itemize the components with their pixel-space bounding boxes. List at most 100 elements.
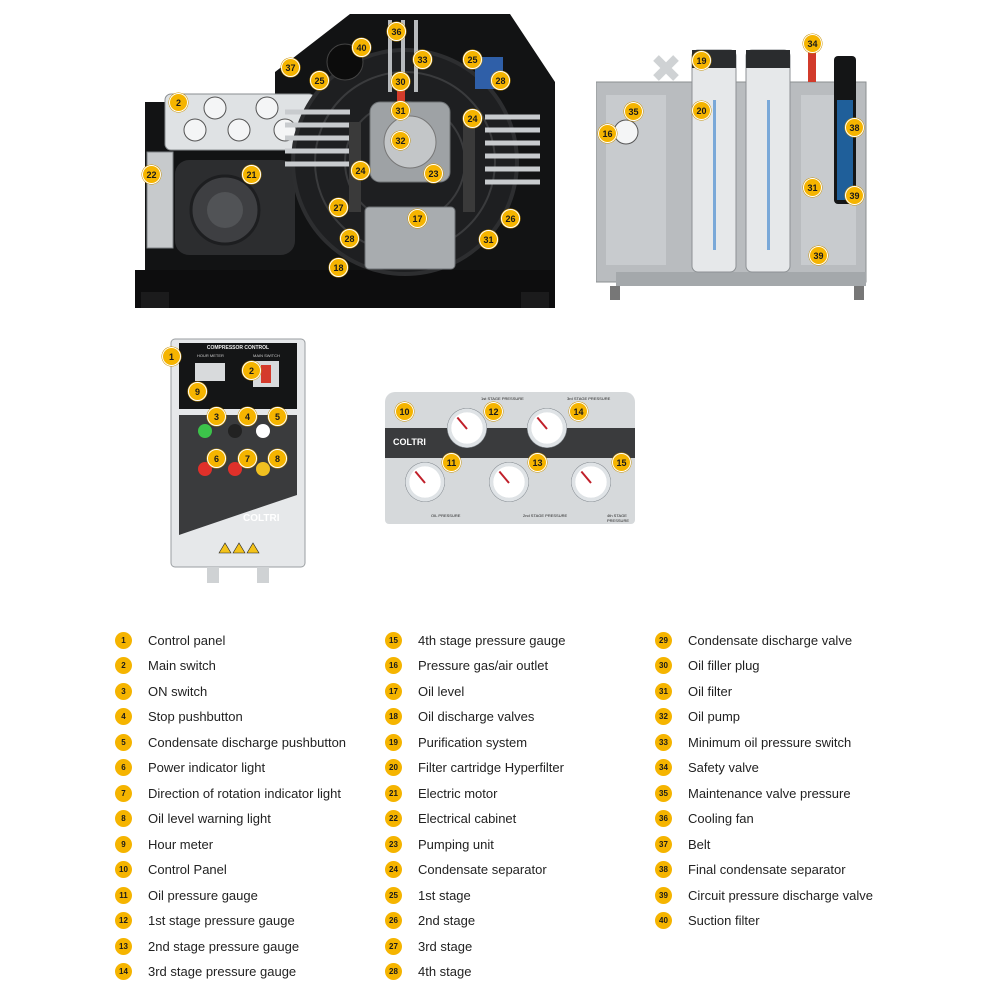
legend-label: Oil level (418, 683, 465, 699)
callout-badge: 13 (528, 453, 547, 472)
legend-label: 4th stage (418, 964, 472, 979)
legend-label: Pumping unit (418, 836, 494, 852)
legend-label: Control Panel (148, 862, 227, 877)
legend-number-badge: 24 (385, 861, 402, 878)
callout-badge: 5 (268, 407, 287, 426)
label-stage2: 2nd STAGE PRESSURE (523, 513, 568, 518)
legend-number-badge: 33 (655, 733, 672, 751)
gauge-1st-stage (447, 408, 487, 448)
callout-badge: 24 (463, 109, 482, 128)
legend-item: 18 Oil discharge valves (385, 707, 534, 727)
callout-badge: 39 (845, 186, 864, 205)
legend-number-badge: 34 (655, 759, 672, 776)
callout-badge: 1 (162, 347, 181, 366)
compressor-drawing (135, 14, 555, 308)
legend-item: 12 1st stage pressure gauge (115, 911, 295, 931)
legend-label: Electrical cabinet (418, 811, 517, 826)
legend-label: Oil level warning light (148, 811, 271, 826)
legend-label: Oil pressure gauge (148, 887, 258, 903)
callout-badge: 27 (329, 198, 348, 217)
label-stage3: 3rd STAGE PRESSURE (567, 396, 611, 401)
gauge-2nd-stage (489, 462, 529, 502)
legend-label: Circuit pressure discharge valve (688, 887, 873, 903)
callout-badge: 6 (207, 449, 226, 468)
legend-number-badge: 13 (115, 937, 132, 955)
legend-number-badge: 22 (385, 810, 402, 827)
legend-label: 1st stage pressure gauge (148, 913, 295, 928)
legend-label: Main switch (148, 658, 216, 673)
legend-item: 17 Oil level (385, 681, 464, 701)
legend-number-badge: 31 (655, 682, 672, 700)
legend-number-badge: 18 (385, 708, 402, 725)
gauge-panel-brand: COLTRI (393, 437, 426, 447)
legend-item: 32 Oil pump (655, 707, 740, 727)
compressor-illustration (135, 12, 555, 308)
purification-illustration (595, 40, 886, 305)
legend-number-badge: 12 (115, 912, 132, 929)
legend-label: 3rd stage pressure gauge (148, 964, 297, 979)
callout-badge: 8 (268, 449, 287, 468)
callout-badge: 16 (598, 124, 617, 143)
legend-number-badge: 17 (385, 682, 402, 700)
callout-badge: 9 (188, 382, 207, 401)
legend-number-badge: 15 (385, 631, 402, 649)
legend-number-badge: 21 (385, 784, 402, 802)
callout-badge: 25 (463, 50, 482, 69)
callout-badge: 19 (692, 51, 711, 70)
legend-number-badge: 10 (115, 861, 132, 878)
legend-number-badge: 32 (655, 708, 672, 725)
legend-label: Stop pushbutton (148, 709, 243, 724)
legend-label: Filter cartridge Hyperfilter (418, 760, 564, 775)
callout-badge: 24 (351, 161, 370, 180)
legend-label: Electric motor (418, 785, 498, 801)
callout-badge: 28 (340, 229, 359, 248)
callout-badge: 22 (142, 165, 161, 184)
legend-number-badge: 37 (655, 835, 672, 853)
legend-label: Oil pump (688, 709, 741, 724)
legend-label: Control panel (148, 632, 226, 648)
legend-number-badge: 3 (115, 682, 132, 700)
callout-badge: 3 (207, 407, 226, 426)
legend-number-badge: 39 (655, 886, 672, 904)
legend-number-badge: 9 (115, 835, 132, 853)
legend-label: Cooling fan (688, 811, 754, 826)
callout-badge: 7 (238, 449, 257, 468)
label-stage1: 1st STAGE PRESSURE (481, 396, 524, 401)
legend-number-badge: 8 (115, 810, 132, 827)
callout-badge: 4 (238, 407, 257, 426)
legend-label: Direction of rotation indicator light (148, 785, 341, 801)
legend-number-badge: 36 (655, 810, 672, 827)
legend-label: Oil discharge valves (418, 709, 535, 724)
callout-badge: 10 (395, 402, 414, 421)
legend-label: Pressure gas/air outlet (418, 658, 549, 673)
callout-badge: 26 (501, 209, 520, 228)
gauge-3rd-stage (527, 408, 567, 448)
gauge-oil-pressure (405, 462, 445, 502)
callout-badge: 20 (692, 101, 711, 120)
legend-label: 2nd stage pressure gauge (148, 938, 300, 954)
label-stage4: 4th STAGE PRESSURE (607, 513, 630, 523)
callout-badge: 18 (329, 258, 348, 277)
gauge-panel: COLTRI 1st STAGE PRESSURE 3rd STAGE PRES… (385, 392, 635, 524)
legend-number-badge: 38 (655, 861, 672, 878)
legend-item: 8 Oil level warning light (115, 809, 271, 829)
